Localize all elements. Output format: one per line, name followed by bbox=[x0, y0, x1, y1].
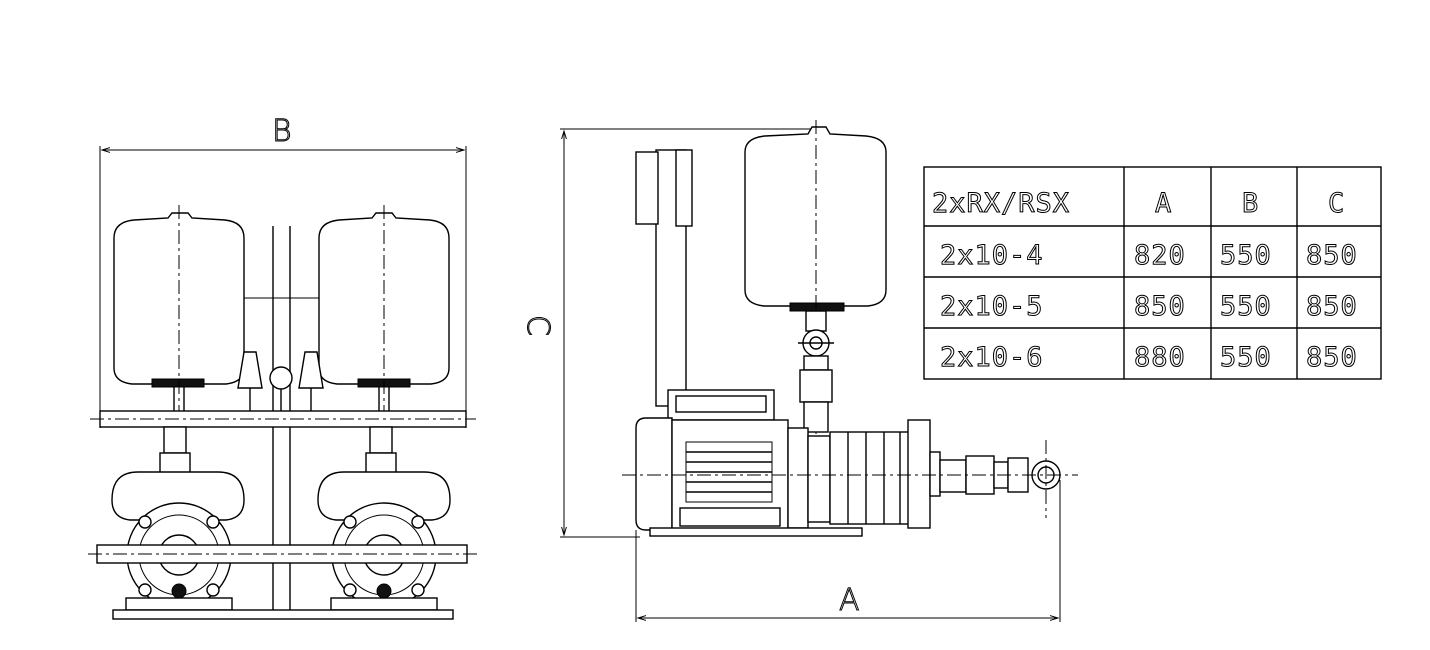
dimension-b-label: B bbox=[272, 114, 292, 149]
cell-c: 850 bbox=[1306, 342, 1358, 373]
cell-a: 850 bbox=[1134, 291, 1186, 322]
cell-b: 550 bbox=[1220, 240, 1272, 271]
header-model: 2xRX/RSX bbox=[932, 188, 1070, 219]
header-b: B bbox=[1242, 188, 1259, 219]
header-a: A bbox=[1155, 188, 1172, 219]
cell-a: 820 bbox=[1134, 240, 1186, 271]
front-view: B bbox=[88, 114, 478, 620]
cell-model: 2x10-5 bbox=[940, 291, 1044, 322]
cell-c: 850 bbox=[1306, 291, 1358, 322]
cell-model: 2x10-6 bbox=[940, 342, 1044, 373]
dimension-table: 2xRX/RSX A B C 2x10-4 820 550 850 2x10-5… bbox=[923, 166, 1382, 380]
cell-model: 2x10-4 bbox=[940, 240, 1044, 271]
pump-left bbox=[111, 426, 245, 611]
cell-c: 850 bbox=[1306, 240, 1358, 271]
dimension-c-label: C bbox=[520, 315, 555, 336]
cell-a: 880 bbox=[1134, 342, 1186, 373]
cell-b: 550 bbox=[1220, 342, 1272, 373]
side-view: C A bbox=[520, 120, 1078, 622]
header-c: C bbox=[1328, 188, 1345, 219]
pump-right bbox=[317, 426, 451, 611]
dimension-a-label: A bbox=[839, 583, 860, 618]
cell-b: 550 bbox=[1220, 291, 1272, 322]
